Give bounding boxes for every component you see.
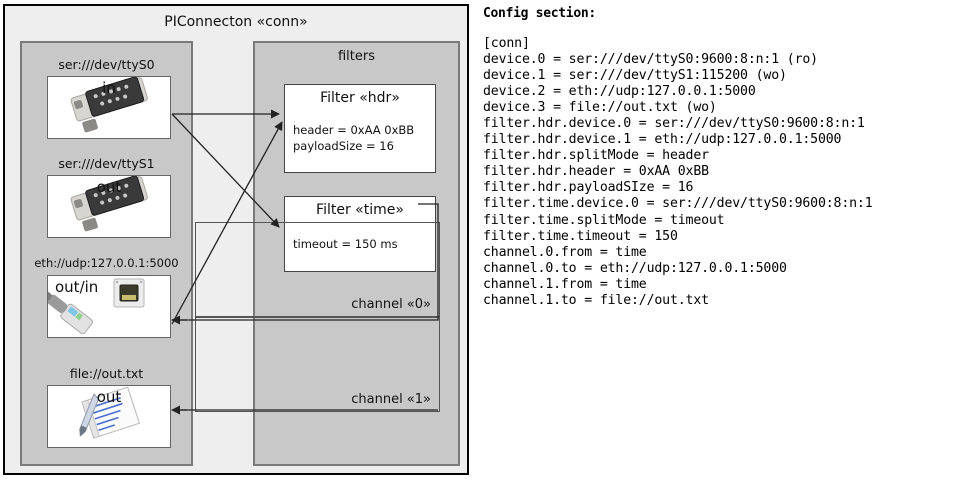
device-box-eth[interactable]: out/in — [39, 275, 171, 338]
config-line: filter.time.device.0 = ser:///dev/ttyS0:… — [483, 196, 873, 212]
config-line: filter.time.timeout = 150 — [483, 228, 678, 244]
filter-box-hdr[interactable]: Filter «hdr» header = 0xAA 0xBB payloadS… — [284, 84, 436, 173]
filter-attr-header: header = 0xAA 0xBB — [293, 123, 415, 137]
config-line: filter.time.splitMode = timeout — [483, 212, 725, 228]
config-section: Config section: [conn]device.0 = ser:///… — [483, 6, 961, 309]
device-io-ttys1: out — [96, 178, 122, 196]
channel-label-0: channel «0» — [351, 297, 431, 312]
serial-connector-icon — [70, 175, 148, 232]
config-line: channel.1.from = time — [483, 276, 647, 292]
device-box-ttys1[interactable]: out — [47, 175, 171, 238]
devices-panel: ser:///dev/ttyS0 in — [20, 41, 193, 466]
config-line: channel.0.to = eth://udp:127.0.0.1:5000 — [483, 260, 787, 276]
filters-panel-title: filters — [337, 49, 375, 64]
config-line: filter.hdr.header = 0xAA 0xBB — [483, 164, 709, 180]
device-box-ttys0[interactable]: in — [47, 76, 171, 139]
channel-box-1[interactable]: channel «1» — [195, 317, 440, 412]
diagram-title: PIConnecton «conn» — [164, 14, 308, 30]
config-line: device.0 = ser:///dev/ttyS0:9600:8:n:1 (… — [483, 52, 818, 68]
config-line: channel.0.from = time — [483, 244, 647, 260]
config-line: filter.hdr.device.0 = ser:///dev/ttyS0:9… — [483, 116, 865, 132]
config-line: device.1 = ser:///dev/ttyS1:115200 (wo) — [483, 68, 787, 84]
document-pen-icon — [79, 386, 141, 439]
filters-panel: filters Filter «hdr» header = 0xAA 0xBB … — [195, 41, 460, 466]
config-line: filter.hdr.payloadSIze = 16 — [483, 180, 694, 196]
device-io-file: out — [96, 388, 122, 406]
config-line: filter.hdr.splitMode = header — [483, 148, 709, 164]
config-line: device.3 = file://out.txt (wo) — [483, 100, 717, 116]
config-line: device.2 = eth://udp:127.0.0.1:5000 — [483, 84, 756, 100]
piconnector-diagram: PIConnecton «conn» ser:///dev/ttyS0 in — [3, 4, 469, 475]
channel-box-0[interactable]: channel «0» — [195, 222, 440, 317]
device-io-ttys0: in — [102, 79, 116, 97]
filter-title-hdr: Filter «hdr» — [320, 90, 400, 106]
config-line: [conn] — [483, 36, 530, 51]
config-line: channel.1.to = file://out.txt — [483, 292, 709, 308]
config-line: filter.hdr.device.1 = eth://udp:127.0.0.… — [483, 132, 842, 148]
device-label-eth: eth://udp:127.0.0.1:5000 — [34, 256, 179, 270]
filter-attr-payloadsize: payloadSize = 16 — [293, 139, 394, 153]
config-lines: [conn]device.0 = ser:///dev/ttyS0:9600:8… — [483, 36, 961, 309]
device-io-eth: out/in — [55, 278, 99, 296]
device-label-ttys0: ser:///dev/ttyS0 — [58, 57, 155, 72]
serial-connector-icon — [70, 76, 148, 133]
filter-title-time: Filter «time» — [316, 202, 404, 218]
device-label-file: file://out.txt — [69, 366, 144, 381]
device-label-ttys1: ser:///dev/ttyS1 — [58, 156, 155, 171]
device-box-file[interactable]: out — [47, 385, 171, 448]
ethernet-connector-icon — [39, 278, 145, 335]
channel-label-1: channel «1» — [351, 392, 431, 407]
config-heading: Config section: — [483, 6, 596, 21]
